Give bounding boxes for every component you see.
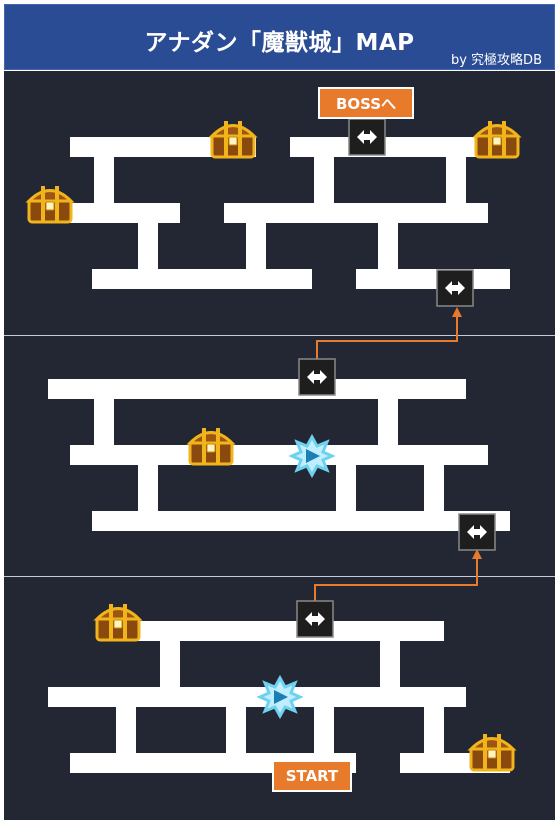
corridors-top [48,137,510,289]
warp-star-icon[interactable] [258,676,302,718]
treasure-chest-icon[interactable] [469,732,515,772]
corridors-bottom [48,621,510,773]
floor-divider [4,335,555,336]
corridors-middle [48,379,510,531]
credit-text: by 究極攻略DB [450,53,542,68]
stairs-icon[interactable] [296,600,334,638]
boss-label[interactable]: BOSSへ [318,87,414,119]
treasure-chest-icon[interactable] [27,184,73,224]
stairs-icon[interactable] [436,269,474,307]
stair-connectors [314,307,482,601]
stairs-icon[interactable] [348,118,386,156]
treasure-chest-icon[interactable] [474,119,520,159]
treasure-chest-icon[interactable] [210,119,256,159]
treasure-chest-icon[interactable] [95,602,141,642]
warp-star-icon[interactable] [290,435,334,477]
header-banner: アナダン「魔獣城」MAP by 究極攻略DB [4,4,555,70]
start-label[interactable]: START [272,760,352,792]
stairs-icon[interactable] [298,358,336,396]
floor-divider [4,576,555,577]
treasure-chest-icon[interactable] [188,426,234,466]
dungeon-map [27,118,520,773]
page-title: アナダン「魔獣城」MAP [144,30,415,56]
stairs-icon[interactable] [458,513,496,551]
